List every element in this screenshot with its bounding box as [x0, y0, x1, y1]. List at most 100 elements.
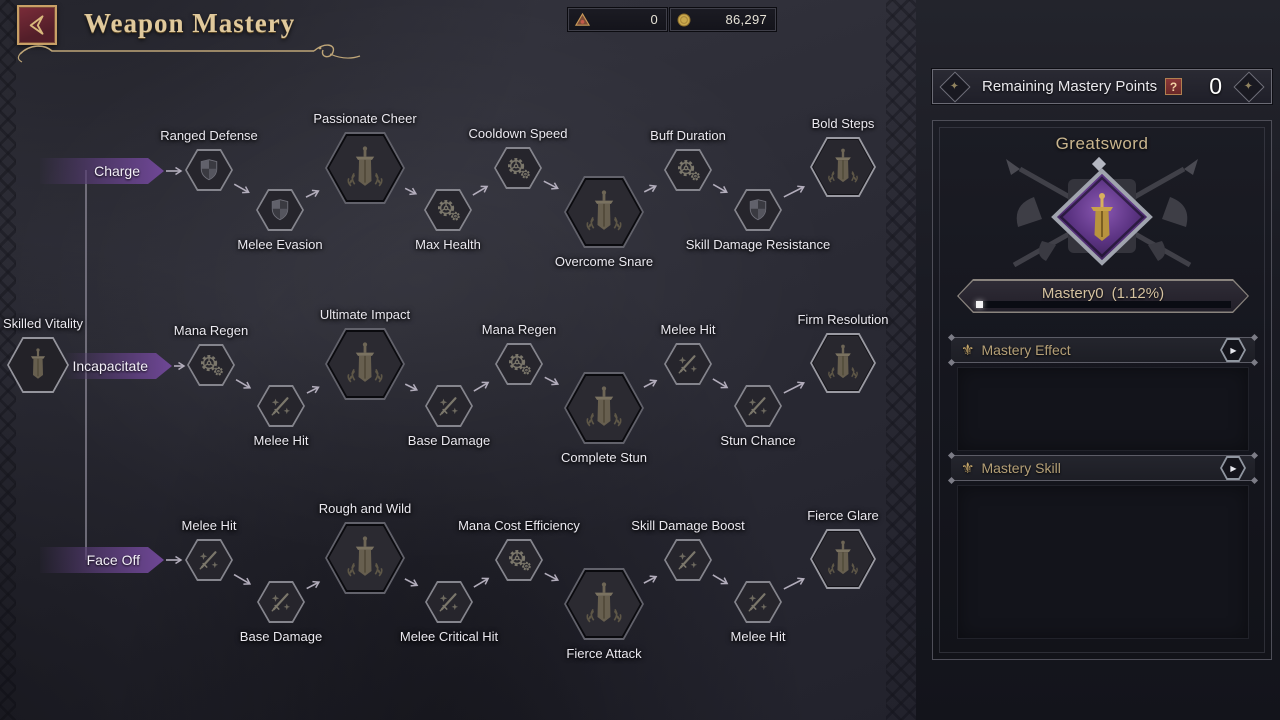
- skill-node-complete-stun[interactable]: Complete Stun: [561, 372, 647, 465]
- currency-value: 0: [650, 12, 658, 27]
- skill-node-label: Stun Chance: [720, 433, 796, 448]
- skill-node-label: Skill Damage Resistance: [685, 237, 831, 252]
- skill-node-melee-critical-hit[interactable]: Melee Critical Hit: [400, 581, 498, 644]
- greatsword-laurel-icon: [578, 382, 630, 434]
- skill-node-cooldown-speed[interactable]: Cooldown Speed: [468, 126, 568, 189]
- back-button[interactable]: [17, 5, 57, 45]
- sword-strike-icon: [194, 545, 225, 576]
- expand-mastery-skill-button[interactable]: ▶: [1220, 456, 1246, 480]
- skill-node-firm-resolution[interactable]: Firm Resolution: [797, 312, 889, 393]
- skill-node-label: Melee Critical Hit: [399, 629, 499, 644]
- mastery-level-banner: Mastery0(1.12%): [957, 279, 1249, 313]
- branch-label: Charge: [94, 163, 140, 179]
- skill-node-ultimate-impact[interactable]: Ultimate Impact: [320, 307, 410, 400]
- sword-strike-icon: [266, 391, 297, 422]
- play-icon: ▶: [1230, 463, 1237, 473]
- mastery-skill-header: ⚜ Mastery Skill ▶: [947, 451, 1259, 485]
- greatsword-laurel-icon: [821, 341, 865, 385]
- skill-node-mana-cost-efficiency[interactable]: Mana Cost Efficiency: [458, 518, 580, 581]
- sword-strike-icon: [434, 391, 465, 422]
- help-icon[interactable]: ?: [1165, 78, 1183, 95]
- shield-icon: [194, 155, 225, 186]
- greatsword-laurel-icon: [821, 145, 865, 189]
- gear-icon: [433, 195, 464, 226]
- skill-node-fierce-attack[interactable]: Fierce Attack: [564, 568, 644, 661]
- currency-gold: 86,297: [670, 8, 776, 31]
- skill-node-mana-regen-b[interactable]: Mana Regen: [482, 322, 556, 385]
- skill-node-ranged-defense[interactable]: Ranged Defense: [160, 128, 258, 191]
- skill-node-label: Firm Resolution: [797, 312, 889, 327]
- skill-node-fierce-glare[interactable]: Fierce Glare: [807, 508, 879, 589]
- skill-node-label: Rough and Wild: [318, 501, 412, 516]
- branch-label: Face Off: [86, 552, 140, 568]
- shield-icon: [265, 195, 296, 226]
- skill-node-melee-hit-c[interactable]: Melee Hit: [182, 518, 236, 581]
- skill-node-label: Max Health: [415, 237, 481, 252]
- skill-node-label: Bold Steps: [811, 116, 875, 131]
- play-icon: ▶: [1230, 345, 1237, 355]
- skill-node-label: Ranged Defense: [160, 128, 258, 143]
- expand-mastery-effect-button[interactable]: ▶: [1220, 338, 1246, 362]
- sword-strike-icon: [266, 587, 297, 618]
- greatsword-laurel-icon: [578, 578, 630, 630]
- remaining-mastery-points-bar: ✦ Remaining Mastery Points ? 0 ✦: [932, 69, 1272, 104]
- weapon-info-panel: Greatsword: [932, 120, 1272, 660]
- greatsword-emblem-icon: [1006, 156, 1198, 268]
- currency-value: 86,297: [725, 12, 767, 27]
- skill-node-label: Fierce Attack: [566, 646, 642, 661]
- skill-node-label: Melee Hit: [253, 433, 309, 448]
- branch-banner-incapacitate: Incapacitate: [66, 353, 172, 379]
- skill-node-bold-steps[interactable]: Bold Steps: [810, 116, 876, 197]
- mastery-progress-fill: [976, 301, 983, 308]
- skill-node-label: Ultimate Impact: [319, 307, 411, 322]
- skill-node-melee-evasion[interactable]: Melee Evasion: [237, 189, 323, 252]
- skill-node-melee-hit-a[interactable]: Melee Hit: [254, 385, 308, 448]
- skill-node-skill-damage-resistance[interactable]: Skill Damage Resistance: [686, 189, 830, 252]
- skill-node-label: Mana Regen: [481, 322, 557, 337]
- greatsword-laurel-icon: [339, 532, 391, 584]
- gear-icon: [503, 153, 534, 184]
- skill-node-label: Mana Cost Efficiency: [458, 518, 580, 533]
- gear-icon: [504, 545, 535, 576]
- sword-strike-icon: [743, 391, 774, 422]
- skill-node-base-damage-b[interactable]: Base Damage: [240, 581, 322, 644]
- fleur-de-lis-icon: ⚜: [961, 460, 975, 477]
- skill-node-max-health[interactable]: Max Health: [415, 189, 481, 252]
- skill-node-mana-regen-a[interactable]: Mana Regen: [174, 323, 248, 386]
- skill-node-melee-hit-b[interactable]: Melee Hit: [661, 322, 715, 385]
- currency-seal: 0: [568, 8, 667, 31]
- diamond-ornament-icon: ✦: [1233, 70, 1265, 103]
- sword-strike-icon: [673, 349, 704, 380]
- shield-icon: [743, 195, 774, 226]
- weapon-name: Greatsword: [1055, 134, 1149, 153]
- greatsword-laurel-icon: [578, 186, 630, 238]
- skill-node-label: Complete Stun: [561, 450, 647, 465]
- skill-node-melee-hit-d[interactable]: Melee Hit: [731, 581, 785, 644]
- skill-node-label: Base Damage: [407, 433, 491, 448]
- skill-node-passionate-cheer[interactable]: Passionate Cheer: [313, 111, 417, 204]
- skill-node-skill-damage-boost[interactable]: Skill Damage Boost: [631, 518, 745, 581]
- remaining-points-value: 0: [1209, 73, 1222, 99]
- greatsword-laurel-icon: [339, 142, 391, 194]
- mastery-skill-content: [957, 485, 1249, 639]
- greatsword-laurel-icon: [821, 537, 865, 581]
- skill-node-stun-chance[interactable]: Stun Chance: [720, 385, 796, 448]
- mastery-progress-bar: [976, 301, 1231, 308]
- mastery-effect-label: Mastery Effect: [981, 342, 1071, 358]
- skill-node-skilled-vitality[interactable]: Skilled Vitality: [3, 316, 83, 393]
- skill-node-label: Mana Regen: [173, 323, 249, 338]
- greatsword-laurel-icon: [339, 338, 391, 390]
- skill-node-buff-duration[interactable]: Buff Duration: [650, 128, 726, 191]
- mastery-skill-label: Mastery Skill: [981, 460, 1061, 476]
- branch-label: Incapacitate: [72, 358, 148, 374]
- skill-node-overcome-snare[interactable]: Overcome Snare: [555, 176, 653, 269]
- skill-node-rough-and-wild[interactable]: Rough and Wild: [319, 501, 411, 594]
- mastery-effect-content: [957, 367, 1249, 451]
- skill-node-label: Base Damage: [239, 629, 323, 644]
- skill-node-base-damage-a[interactable]: Base Damage: [408, 385, 490, 448]
- seal-icon: [575, 12, 590, 26]
- skill-node-label: Melee Hit: [730, 629, 786, 644]
- skill-node-label: Melee Hit: [181, 518, 237, 533]
- remaining-points-label: Remaining Mastery Points: [982, 78, 1158, 95]
